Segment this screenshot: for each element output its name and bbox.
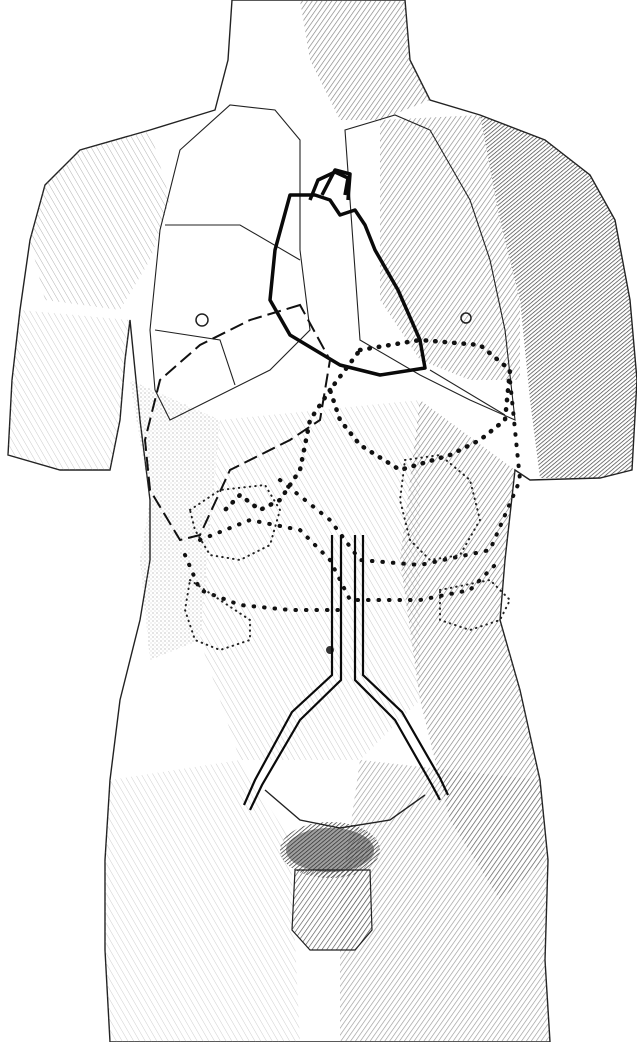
genitals <box>292 870 372 950</box>
